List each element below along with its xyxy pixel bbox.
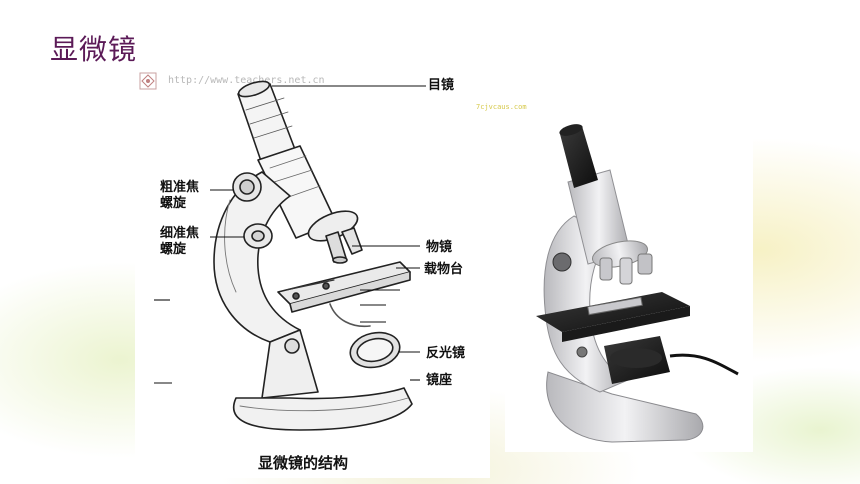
microscope-photo [0, 0, 860, 484]
